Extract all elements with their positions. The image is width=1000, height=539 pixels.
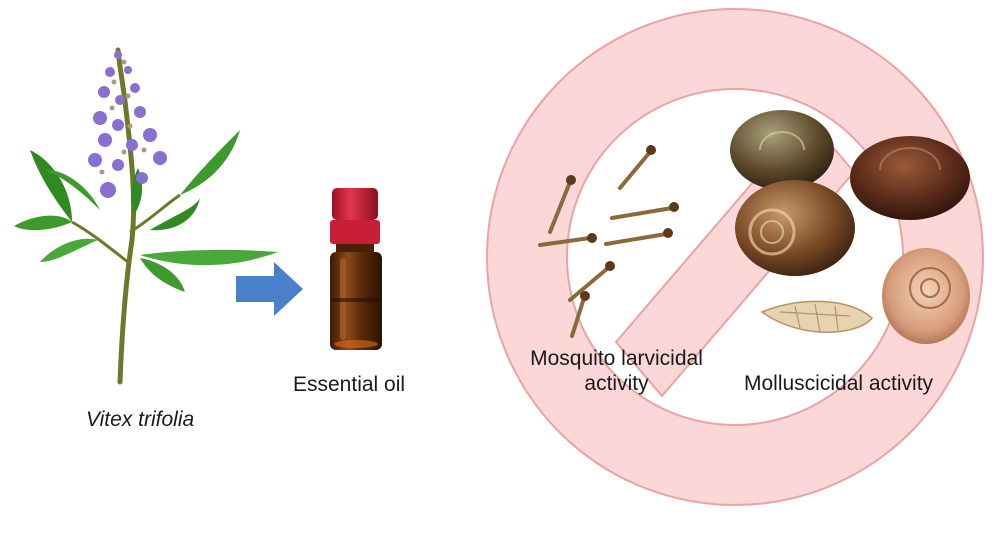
bottle-liquid-line <box>332 298 380 302</box>
larvicidal-label-line1: Mosquito larvicidal <box>530 347 703 370</box>
arrow-right-icon <box>236 262 303 316</box>
leaf <box>150 198 200 231</box>
molluscicidal-label: Molluscicidal activity <box>744 372 934 395</box>
mosquito-larva-icon <box>568 261 615 302</box>
leaf <box>140 258 185 292</box>
mosquito-larva-icon <box>610 202 679 220</box>
snails-group <box>730 110 970 344</box>
snail-shell-icon <box>730 110 834 190</box>
snail-shell-icon <box>735 180 855 276</box>
larvicidal-label-line2: activity <box>584 372 649 395</box>
mosquito-larva-icon <box>538 233 597 247</box>
snail-shell-icon <box>850 136 970 220</box>
oil-label: Essential oil <box>293 373 406 396</box>
mosquito-larva-icon <box>570 291 590 338</box>
mosquito-larva-icon <box>618 145 656 190</box>
snail-shell-icon <box>760 300 874 333</box>
flower-cluster <box>88 51 167 198</box>
flower-buds <box>99 59 147 175</box>
bottle-neck <box>336 244 374 254</box>
snail-shell-icon <box>882 248 970 344</box>
mosquito-larva-icon <box>604 228 673 246</box>
bottle-cap <box>332 188 378 220</box>
larvicidal-label: Mosquito larvicidal activity <box>509 346 724 396</box>
leaf <box>180 130 240 195</box>
bottle-cap-ring <box>330 220 380 244</box>
plant-illustration <box>14 47 278 385</box>
leaf <box>140 249 278 266</box>
plant-branch <box>71 220 129 264</box>
plant-branch <box>129 193 181 234</box>
oil-bottle-icon <box>330 188 382 350</box>
mosquito-larvae-group <box>538 145 679 338</box>
bottle-base-glow <box>334 340 378 348</box>
leaf <box>14 215 72 231</box>
leaf <box>40 238 98 262</box>
prohibition-ring <box>485 8 985 506</box>
plant-label: Vitex trifolia <box>86 408 195 431</box>
mosquito-larva-icon <box>548 175 576 234</box>
leaf <box>30 150 72 222</box>
